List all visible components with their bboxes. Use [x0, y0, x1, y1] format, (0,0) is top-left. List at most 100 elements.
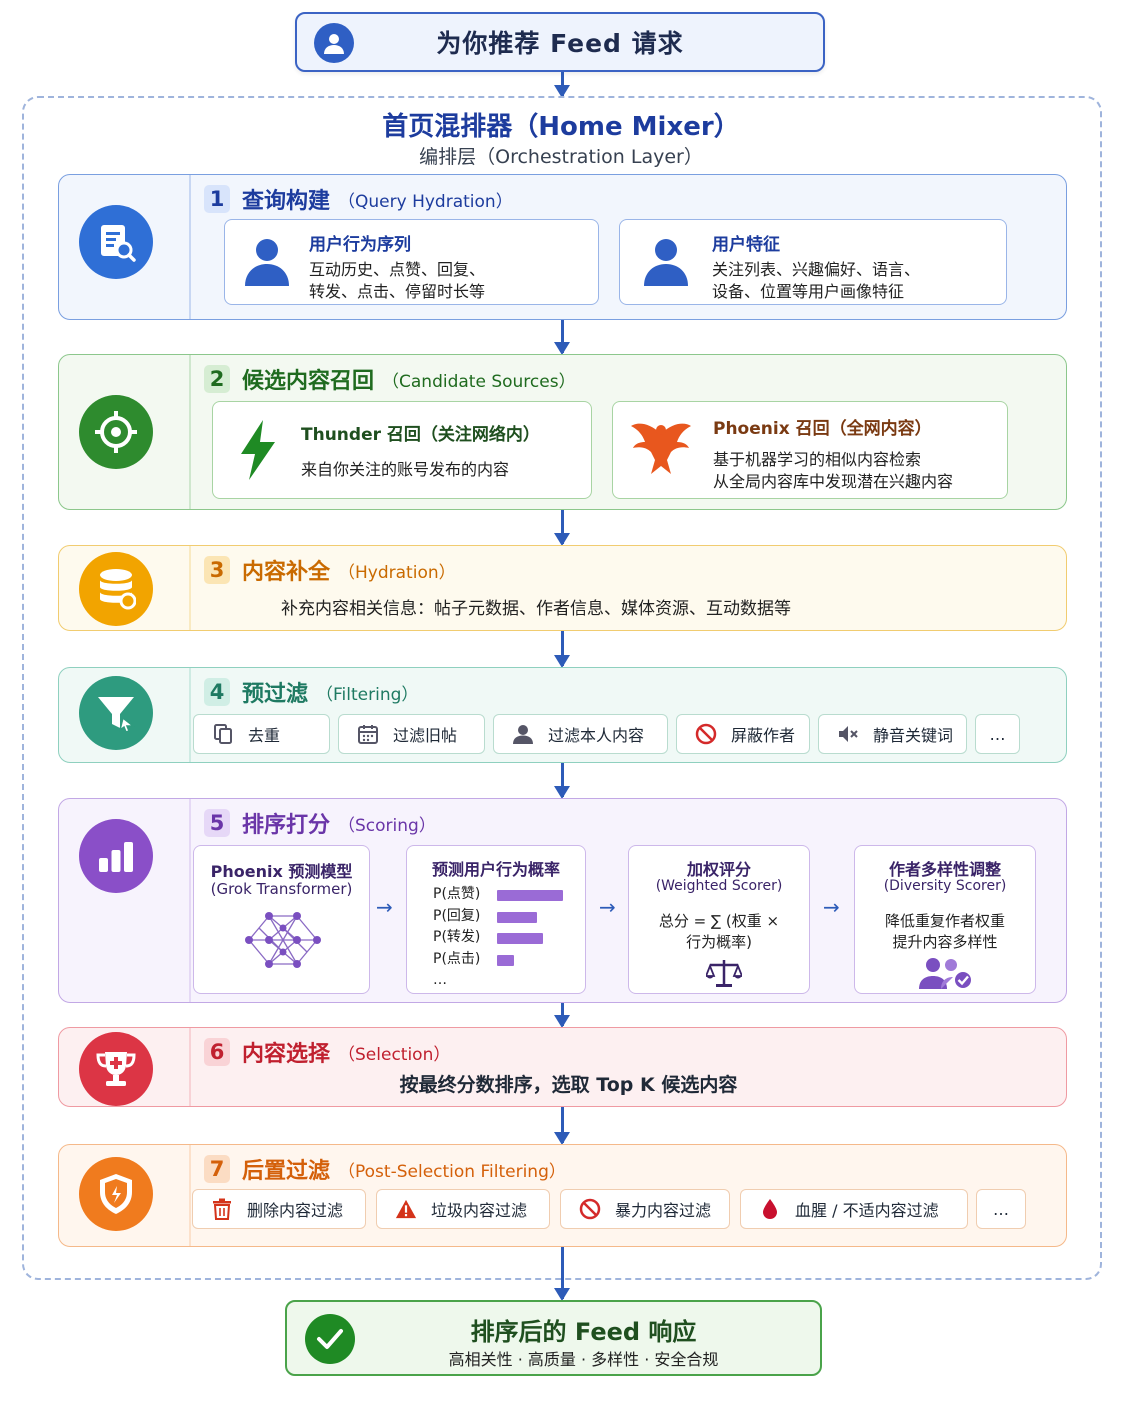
card-title: 加权评分: [686, 860, 751, 879]
stage-number: 6: [204, 1038, 230, 1066]
probability-label: P(回复): [433, 907, 481, 924]
probability-bar: [497, 933, 543, 944]
filter-mute-keyword-chip: 静音关键词: [818, 714, 967, 754]
card-subtitle: (Grok Transformer): [210, 880, 353, 898]
chip-label: 暴力内容过滤: [615, 1201, 712, 1220]
chip-label: 过滤旧帖: [393, 726, 458, 745]
card-title: Phoenix 召回（全网内容）: [713, 419, 932, 439]
flow-arrow: [554, 72, 570, 98]
behavior-probability-card: 预测用户行为概率 P(点赞) P(回复) P(转发) P(点击) …: [406, 845, 586, 994]
user-features-card: 用户特征 关注列表、兴趣偏好、语言、 设备、位置等用户画像特征: [619, 219, 1007, 305]
stage-title: 内容选择: [242, 1042, 331, 1067]
card-text: 设备、位置等用户画像特征: [712, 282, 905, 301]
stage-post-selection-filtering: 7 后置过滤 （Post-Selection Filtering） 删除内容过滤…: [58, 1144, 1067, 1247]
mixer-subtitle: 编排层（Orchestration Layer）: [419, 146, 703, 168]
filter-dedupe-chip: 去重: [193, 714, 330, 754]
chip-label: 过滤本人内容: [548, 726, 645, 745]
calendar-icon: [357, 723, 379, 745]
stage-subtitle: （Filtering）: [316, 684, 419, 705]
database-icon: [79, 552, 153, 626]
probability-bar: [497, 890, 563, 901]
card-title: 作者多样性调整: [888, 860, 1001, 879]
block-icon: [579, 1198, 601, 1220]
chip-label: 去重: [248, 726, 281, 745]
probability-bar: [497, 911, 537, 923]
stage-subtitle: （Post-Selection Filtering）: [338, 1161, 566, 1182]
card-text: 来自你关注的账号发布的内容: [301, 460, 510, 479]
check-icon: [305, 1314, 355, 1364]
card-text: 基于机器学习的相似内容检索: [713, 450, 922, 469]
stage-number: 3: [204, 556, 230, 584]
flow-arrow: [554, 510, 570, 546]
formula-text: 总分 = ∑ (权重 ×: [658, 912, 780, 930]
user-icon: [644, 239, 688, 286]
user-icon: [314, 23, 354, 63]
stage-title: 排序打分: [242, 813, 331, 838]
weighted-scorer-card: 加权评分 (Weighted Scorer) 总分 = ∑ (权重 × 行为概率…: [628, 845, 810, 994]
stage-title: 候选内容召回: [242, 369, 375, 394]
filter-more-chip: …: [975, 714, 1020, 754]
stage-number: 1: [204, 185, 230, 213]
post-filter-more-chip: …: [976, 1189, 1026, 1229]
stage-subtitle: （Candidate Sources）: [382, 371, 576, 392]
probability-more: …: [433, 972, 447, 988]
filter-self-content-chip: 过滤本人内容: [493, 714, 668, 754]
phoenix-source-card: Phoenix 召回（全网内容） 基于机器学习的相似内容检索 从全局内容库中发现…: [612, 401, 1008, 499]
arrow-right-icon: →: [823, 895, 840, 919]
stage-title: 内容补全: [242, 560, 331, 585]
stage-hydration: 3 内容补全 （Hydration） 补充内容相关信息：帖子元数据、作者信息、媒…: [58, 545, 1067, 631]
card-text: 提升内容多样性: [892, 933, 998, 951]
card-title: 用户特征: [712, 235, 780, 255]
card-title: 用户行为序列: [309, 235, 411, 255]
flow-arrow: [554, 1003, 570, 1028]
chip-label: 屏蔽作者: [731, 726, 796, 745]
lightning-icon: [241, 420, 275, 480]
chip-label: 血腥 / 不适内容过滤: [795, 1201, 939, 1220]
post-filter-violence-chip: 暴力内容过滤: [560, 1189, 730, 1229]
response-title: 排序后的 Feed 响应: [470, 1318, 697, 1346]
stage-description: 补充内容相关信息：帖子元数据、作者信息、媒体资源、互动数据等: [281, 599, 791, 619]
card-subtitle: (Diversity Scorer): [883, 878, 1007, 894]
stage-subtitle: （Scoring）: [338, 815, 436, 836]
probability-bar: [497, 954, 514, 966]
scale-icon: [706, 960, 742, 987]
card-title: Thunder 召回（关注网络内）: [301, 425, 540, 445]
trash-icon: [211, 1198, 233, 1220]
warning-icon: [395, 1198, 417, 1220]
card-text: 关注列表、兴趣偏好、语言、: [712, 260, 921, 279]
chip-label: 垃圾内容过滤: [431, 1201, 528, 1220]
mute-icon: [837, 723, 859, 745]
card-title: Phoenix 预测模型: [210, 862, 353, 881]
chip-label: …: [993, 1199, 1009, 1219]
card-text: 从全局内容库中发现潜在兴趣内容: [713, 472, 954, 491]
card-subtitle: (Weighted Scorer): [655, 878, 783, 894]
flow-arrow: [554, 1247, 570, 1301]
trophy-icon: [79, 1032, 153, 1106]
card-text: 降低重复作者权重: [884, 912, 1005, 930]
stage-subtitle: （Hydration）: [338, 562, 456, 583]
filter-block-author-chip: 屏蔽作者: [676, 714, 810, 754]
phoenix-bird-icon: [631, 423, 691, 474]
duplicate-icon: [212, 723, 234, 745]
flow-arrow: [554, 763, 570, 799]
phoenix-model-card: Phoenix 预测模型 (Grok Transformer): [193, 845, 370, 994]
stage-selection: 6 内容选择 （Selection） 按最终分数排序，选取 Top K 候选内容: [58, 1027, 1067, 1107]
neural-network-icon: [245, 912, 321, 968]
feed-response-box: 排序后的 Feed 响应 高相关性 · 高质量 · 多样性 · 安全合规: [285, 1300, 822, 1376]
flow-arrow: [554, 1107, 570, 1145]
card-title: 预测用户行为概率: [431, 860, 560, 879]
card-text: 互动历史、点赞、回复、: [309, 260, 486, 279]
post-filter-spam-chip: 垃圾内容过滤: [376, 1189, 550, 1229]
feed-request-box: 为你推荐 Feed 请求: [295, 12, 825, 72]
chip-label: 删除内容过滤: [247, 1201, 344, 1220]
filter-old-posts-chip: 过滤旧帖: [338, 714, 485, 754]
stage-subtitle: （Selection）: [338, 1044, 451, 1065]
response-subtitle: 高相关性 · 高质量 · 多样性 · 安全合规: [448, 1350, 719, 1369]
stage-number: 2: [204, 365, 230, 393]
request-title: 为你推荐 Feed 请求: [436, 29, 684, 58]
stage-query-hydration: 1 查询构建 （Query Hydration） 用户行为序列 互动历史、点赞、…: [58, 174, 1067, 320]
shield-icon: [79, 1157, 153, 1231]
card-text: 转发、点击、停留时长等: [309, 282, 486, 301]
arrow-right-icon: →: [599, 895, 616, 919]
chip-label: …: [989, 724, 1006, 744]
